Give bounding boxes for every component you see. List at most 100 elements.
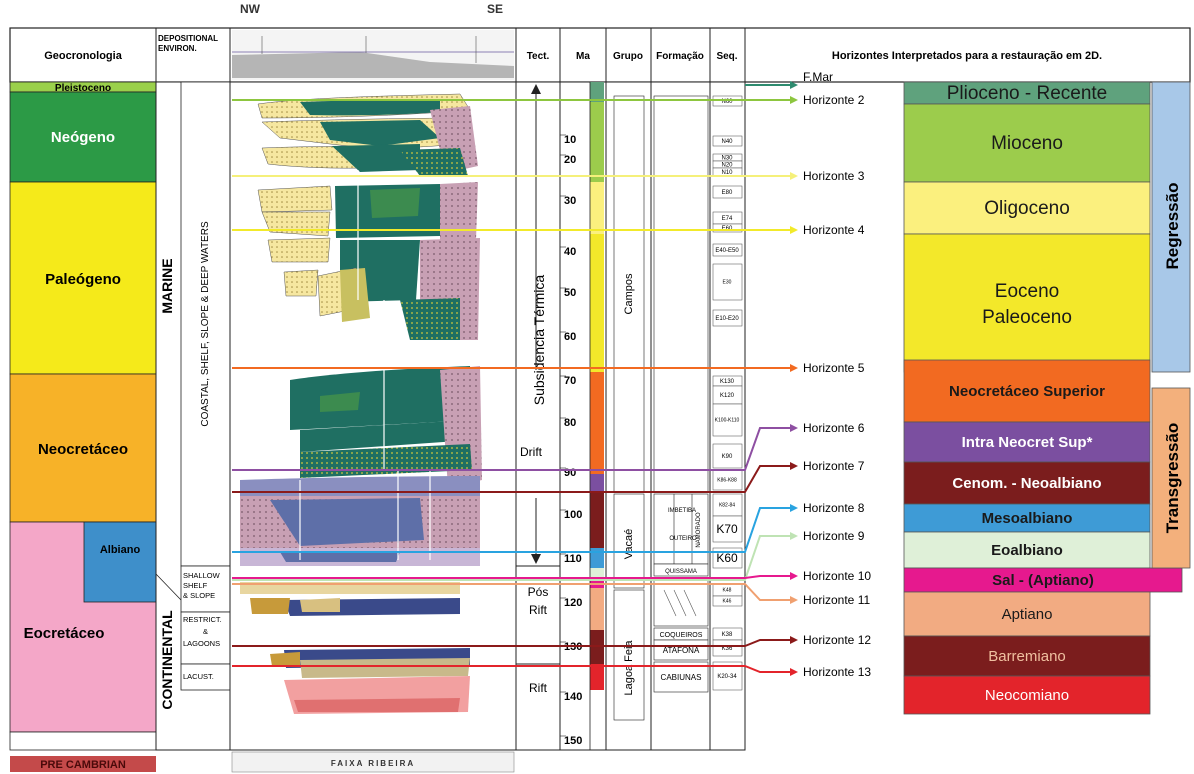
env-restrict-2: & — [203, 627, 208, 636]
horizon-arrowhead — [790, 572, 798, 580]
ma-tick-label: 50 — [564, 287, 576, 299]
period-paleogeno-label: Paleógeno — [45, 271, 121, 288]
seq-label: E40-E50 — [715, 248, 739, 254]
legend-label: Mioceno — [991, 133, 1063, 154]
legend-label: Eoceno — [995, 281, 1059, 302]
header-row: Geocronologia DEPOSITIONAL ENVIRON. Tect… — [10, 28, 1190, 82]
ma-tick-label: 110 — [564, 553, 582, 565]
form-imbetiba: IMBETIBA — [668, 508, 696, 514]
horizon-arrowhead — [790, 96, 798, 104]
ma-tick-label: 80 — [564, 417, 576, 429]
horizon-label: F.Mar — [803, 70, 833, 84]
seq-label: K38 — [722, 632, 733, 638]
seq-label: N20 — [721, 163, 733, 169]
horizon-label: Horizonte 10 — [803, 569, 871, 583]
legend-label-2: Paleoceno — [982, 307, 1072, 328]
horizon-label: Horizonte 7 — [803, 459, 865, 473]
horizon-label: Horizonte 5 — [803, 361, 865, 375]
period-albiano — [84, 522, 156, 602]
seq-label: K120 — [720, 393, 735, 399]
horizon-arrowhead — [790, 226, 798, 234]
seq-label: K70 — [716, 522, 738, 536]
horizon-arrowhead — [790, 668, 798, 676]
ma-tick-label: 120 — [564, 597, 582, 609]
period-eocretaceo-label: Eocretáceo — [24, 625, 105, 642]
horizon-label: Horizonte 9 — [803, 529, 865, 543]
horizon-arrowhead — [790, 636, 798, 644]
horizon-label: Horizonte 6 — [803, 421, 865, 435]
col-formacao: Formação — [656, 51, 704, 62]
seq-label: N30 — [721, 156, 733, 162]
env-continental: CONTINENTAL — [159, 610, 175, 710]
period-albiano-label: Albiano — [100, 544, 141, 556]
faixa-ribeira: FAIXA RIBEIRA — [331, 759, 415, 768]
nw-label: NW — [240, 2, 261, 16]
legend-label: Neocretáceo Superior — [949, 383, 1105, 400]
form-namorado: NAMORADO — [696, 512, 702, 548]
form-cabiunas: CABIUNAS — [661, 673, 702, 682]
seq-label: K48 — [723, 588, 732, 594]
horizon-label: Horizonte 3 — [803, 169, 865, 183]
profile-thumbnail — [232, 30, 514, 80]
legend-label: Neocomiano — [985, 687, 1069, 704]
period-neocretaceo-label: Neocretáceo — [38, 441, 128, 458]
tect-drift: Drift — [520, 445, 543, 459]
seq-label: K60 — [716, 551, 738, 565]
seq-label: K100-K110 — [715, 418, 740, 424]
ma-tick-label: 30 — [564, 195, 576, 207]
legend-label: Eoalbiano — [991, 542, 1063, 559]
form-coqueiros: COQUEIROS — [660, 632, 703, 639]
group-lagoa-feia: Lagoa Feia — [623, 640, 635, 696]
seq-label: E10-E20 — [715, 316, 739, 322]
horizon-arrowhead — [790, 596, 798, 604]
horizon-label: Horizonte 2 — [803, 93, 865, 107]
horizon-arrowhead — [790, 364, 798, 372]
seq-label: K20-34 — [717, 674, 737, 680]
horizon-label: Horizonte 12 — [803, 633, 871, 647]
seq-label: K82-84 — [719, 503, 735, 509]
tect-rift-1: Rift — [529, 603, 548, 617]
horizon-arrowhead — [790, 532, 798, 540]
env-marine: MARINE — [159, 258, 175, 313]
legend-label: Cenom. - Neoalbiano — [952, 475, 1101, 492]
seq-column: N60N40N30N20N10E80E74E60E40-E50E30E10-E2… — [710, 82, 745, 750]
legend-label: Aptiano — [1002, 606, 1053, 623]
horizon-label: Horizonte 8 — [803, 501, 865, 515]
ma-tick-label: 90 — [564, 467, 576, 479]
env-shallow-2: SHELF — [183, 581, 208, 590]
se-label: SE — [487, 2, 503, 16]
env-restrict-3: LAGOONS — [183, 639, 220, 648]
ma-tick-label: 150 — [564, 735, 582, 747]
seq-label: N40 — [721, 139, 733, 145]
env-restrict-1: RESTRICT. — [183, 615, 222, 624]
legend-label: Sal - (Aptiano) — [992, 572, 1094, 589]
ma-tick-label: 60 — [564, 331, 576, 343]
horizon-arrowhead — [790, 172, 798, 180]
col-grupo: Grupo — [613, 51, 643, 62]
col-geocronologia: Geocronologia — [44, 50, 123, 62]
seq-label: E30 — [723, 280, 732, 286]
grupo-column: Campos Vacaé Lagoa Feia — [606, 82, 651, 750]
env-lacust: LACUST. — [183, 672, 214, 681]
col-horizontes: Horizontes Interpretados para a restaura… — [832, 50, 1102, 62]
col-seq: Seq. — [716, 51, 737, 62]
seq-label: K90 — [722, 454, 733, 460]
legend-block — [904, 234, 1150, 372]
horizon-label: Horizonte 13 — [803, 665, 871, 679]
legend-label: Plioceno - Recente — [947, 83, 1108, 104]
cross-section: FAIXA RIBEIRA — [230, 82, 516, 772]
ma-tick-label: 40 — [564, 246, 576, 258]
seq-label: K86-K88 — [717, 478, 737, 484]
form-outeiro: OUTEIRO — [669, 536, 697, 542]
ma-tick-label: 140 — [564, 691, 582, 703]
legend-label: Intra Neocret Sup* — [962, 434, 1093, 451]
tect-pos: Pós — [528, 585, 549, 599]
col-environ: ENVIRON. — [158, 44, 197, 53]
age-legend: Plioceno - RecenteMiocenoOligocenoEoceno… — [904, 82, 1182, 714]
env-coastal: COASTAL, SHELF, SLOPE & DEEP WATERS — [200, 221, 211, 427]
ma-tick-label: 20 — [564, 154, 576, 166]
period-neogeno-label: Neógeno — [51, 129, 115, 146]
horizon-label: Horizonte 11 — [803, 593, 870, 607]
